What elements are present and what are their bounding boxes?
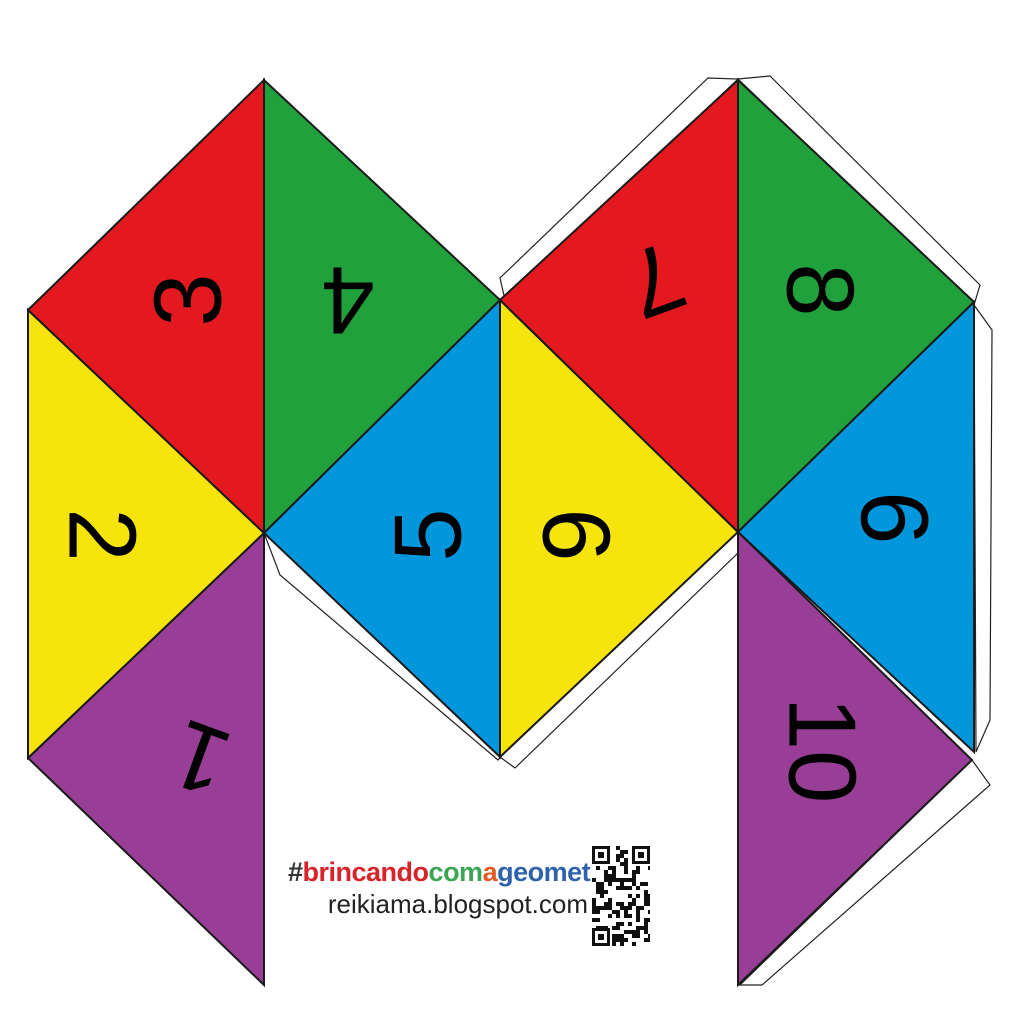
hashtag-part: # [288,857,303,887]
blog-url: reikiama.blogspot.com [327,889,588,919]
hashtag-part: a [482,857,498,887]
face-number-9: 9 [842,491,949,544]
hashtag-part: brincando [302,857,430,887]
face-number-4: 4 [321,247,374,354]
face-9 [736,299,975,755]
glue-tab [973,303,993,753]
face-number-5: 5 [375,508,482,561]
faces-layer [26,77,976,988]
hashtag-text: #brincandocomageometria [288,856,622,888]
hashtag-part: com [428,857,484,887]
face-number-8: 8 [767,263,874,316]
credit-block: #brincandocomageometria reikiama.blogspo… [288,856,622,920]
face-number-6: 6 [523,508,630,561]
face-number-2: 2 [49,508,156,561]
face-10 [737,529,974,988]
face-number-3: 3 [135,273,242,326]
face-number-10: 10 [769,697,876,804]
qr-code-icon [592,846,650,946]
